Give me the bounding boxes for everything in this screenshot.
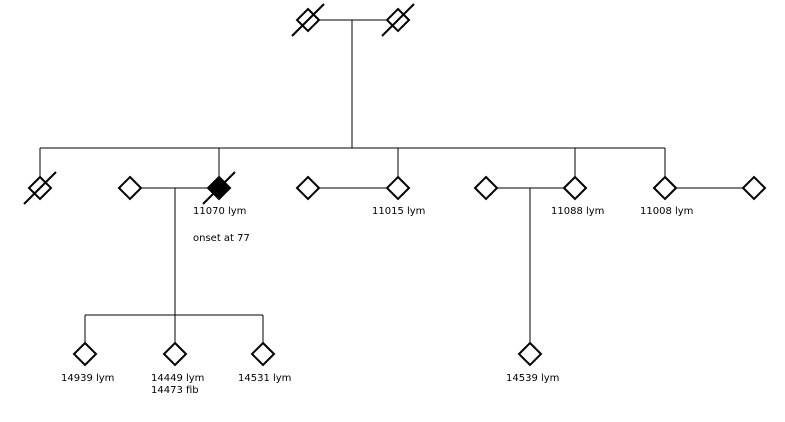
individual-sp4-symbol [741,175,767,201]
individual-11008-symbol [652,175,678,201]
diamond-symbol [162,341,188,367]
deceased-slash [381,3,415,37]
label-14939: 14939 lym [61,373,115,384]
diamond-symbol [741,175,767,201]
label-11015: 11015 lym [372,206,426,217]
individual-11070-symbol [202,171,236,205]
label-11008: 11008 lym [640,206,694,217]
label-14539: 14539 lym [506,373,560,384]
label-11070: 11070 lym [193,206,247,217]
individual-sp1-symbol [117,175,143,201]
diamond-symbol [652,175,678,201]
individual-g2a-symbol [23,171,57,205]
individual-11015-symbol [385,175,411,201]
individual-14939-symbol [72,341,98,367]
diamond-symbol [117,175,143,201]
deceased-slash [291,3,325,37]
deceased-slash [202,171,236,205]
individual-gp2-symbol [381,3,415,37]
label-14531: 14531 lym [238,373,292,384]
diamond-symbol [562,175,588,201]
label-14473: 14473 fib [151,385,199,396]
individual-14531-symbol [250,341,276,367]
individual-11088-symbol [562,175,588,201]
label-14449: 14449 lym [151,373,205,384]
diamond-symbol [517,341,543,367]
label-11088: 11088 lym [551,206,605,217]
relationship-lines [39,19,742,343]
diamond-symbol [473,175,499,201]
individual-gp1-symbol [291,3,325,37]
individuals [23,3,767,367]
individual-sp3-symbol [473,175,499,201]
individual-14539-symbol [517,341,543,367]
diamond-symbol [72,341,98,367]
individual-sp2-symbol [295,175,321,201]
diamond-symbol [385,175,411,201]
individual-14449-symbol [162,341,188,367]
note-11070-onset: onset at 77 [193,233,250,244]
diamond-symbol [295,175,321,201]
deceased-slash [23,171,57,205]
diamond-symbol [250,341,276,367]
